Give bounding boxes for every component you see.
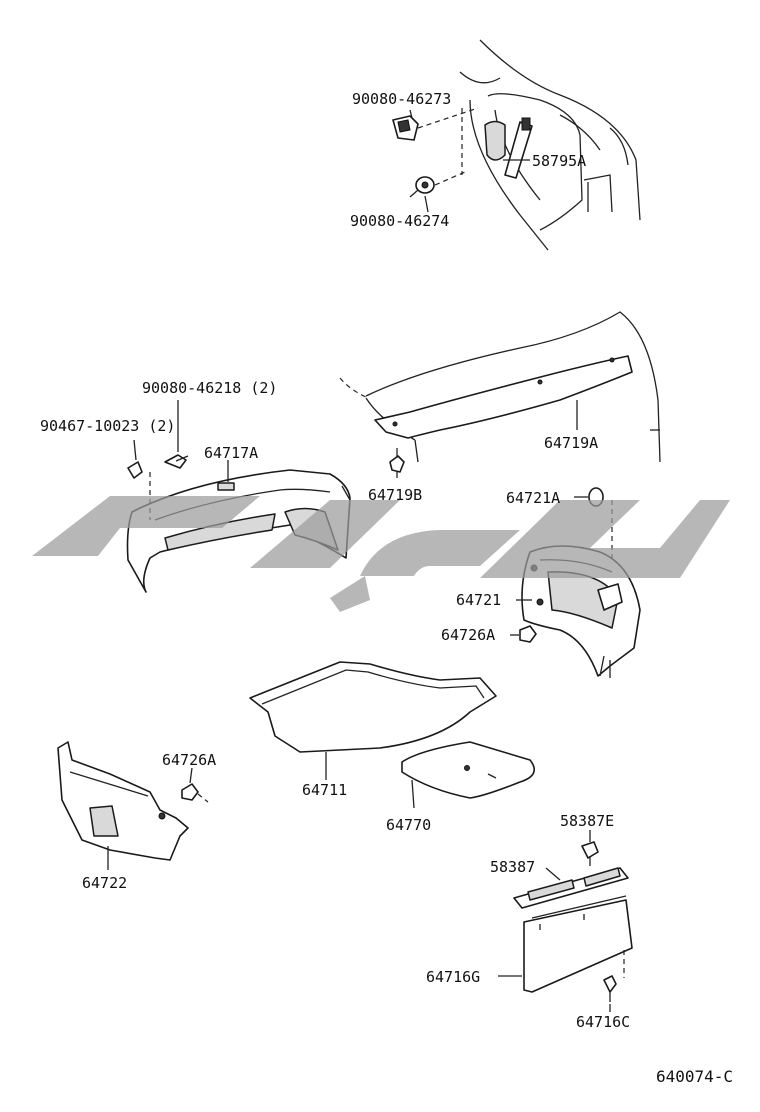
- part-label-58387E: 58387E: [560, 812, 614, 830]
- part-label-90080-46274: 90080-46274: [350, 212, 449, 230]
- part-label-64721: 64721: [456, 591, 501, 609]
- diagram-code: 640074-C: [656, 1067, 733, 1086]
- part-label-64716C: 64716C: [576, 1013, 630, 1031]
- sill-plate-58387-drawing: [513, 867, 629, 909]
- part-label-90467-10023: 90467-10023 (2): [40, 417, 175, 435]
- part-label-90080-46273: 90080-46273: [352, 90, 451, 108]
- clip-58387E: [581, 841, 599, 866]
- rear-pillar-drawing: [459, 39, 641, 251]
- clip-64726A-left: [181, 783, 199, 801]
- part-label-58387: 58387: [490, 858, 535, 876]
- part-label-64770: 64770: [386, 816, 431, 834]
- screw-90467: [127, 461, 143, 479]
- part-label-64717A: 64717A: [204, 444, 258, 462]
- part-label-64716G: 64716G: [426, 968, 480, 986]
- cover-64770-drawing: [401, 741, 536, 799]
- part-label-64711: 64711: [302, 781, 347, 799]
- part-label-58795A: 58795A: [532, 152, 586, 170]
- part-label-64719A: 64719A: [544, 434, 598, 452]
- part-label-64721A: 64721A: [506, 489, 560, 507]
- screw-64716C: [603, 975, 617, 1002]
- part-label-64726A-right: 64726A: [441, 626, 495, 644]
- watermark-logo: [32, 496, 730, 612]
- trunk-mat-drawing: [249, 661, 497, 753]
- clip-64719B: [389, 448, 405, 478]
- part-label-90080-46218: 90080-46218 (2): [142, 379, 277, 397]
- trim-64722-drawing: [57, 741, 189, 861]
- bolt-90080-46218: [164, 454, 189, 469]
- trim-64721-drawing: [521, 545, 641, 678]
- part-label-64722: 64722: [82, 874, 127, 892]
- clip-90080-46274: [409, 176, 435, 198]
- clip-64726A-right: [519, 625, 537, 643]
- part-label-64726A-left: 64726A: [162, 751, 216, 769]
- panel-64716G-drawing: [523, 895, 633, 993]
- part-label-64719B: 64719B: [368, 486, 422, 504]
- rear-shelf-drawing: [339, 311, 661, 463]
- clip-90080-46273: [392, 115, 419, 141]
